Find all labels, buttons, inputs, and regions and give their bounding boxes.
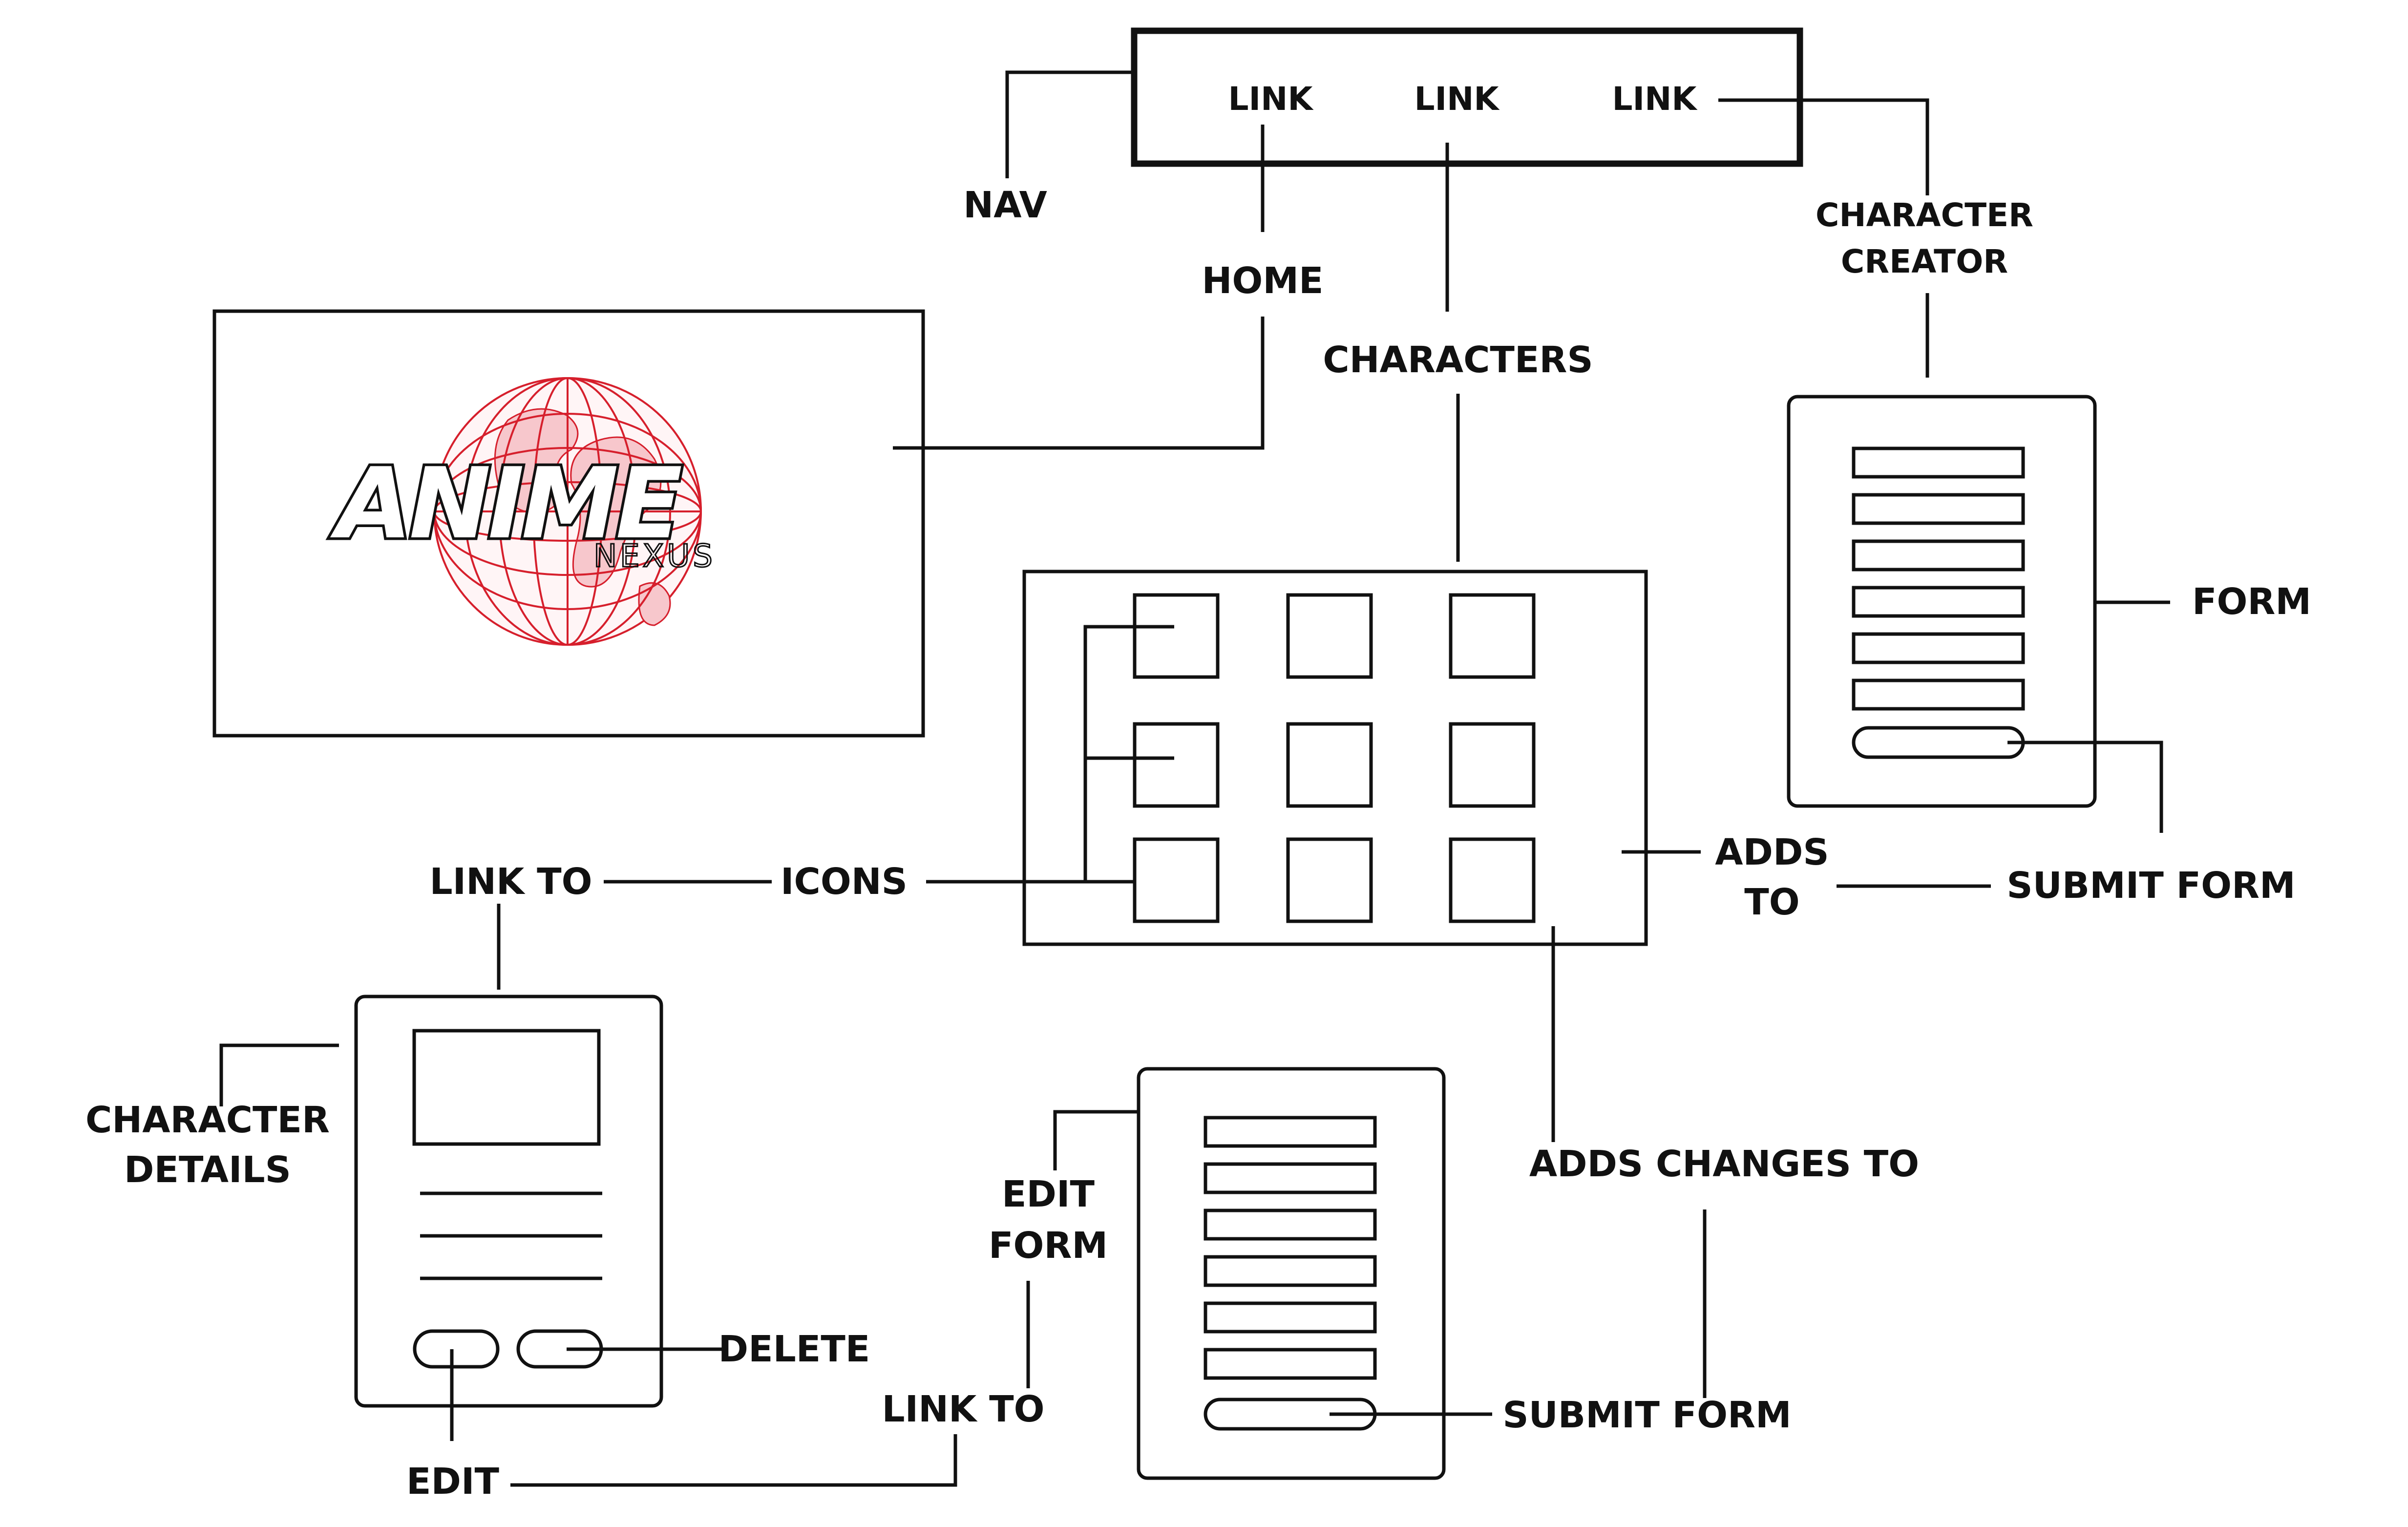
link-to-edit-form-label: LINK TO — [882, 1388, 1044, 1430]
icons-bracket — [1083, 625, 1174, 884]
character-icon[interactable] — [1449, 593, 1536, 679]
nav-link-character-creator[interactable]: LINK — [1612, 80, 1698, 118]
character-icon[interactable] — [1449, 837, 1536, 923]
edit-form-label-line1: EDIT — [1002, 1173, 1095, 1215]
edit-button[interactable] — [413, 1329, 500, 1369]
edit-label: EDIT — [406, 1461, 500, 1503]
edit-form-input-field[interactable] — [1204, 1301, 1377, 1334]
edit-form-label-line2: FORM — [989, 1225, 1108, 1267]
edit-form-input-field[interactable] — [1204, 1116, 1377, 1148]
nav-link-home[interactable]: LINK — [1228, 80, 1314, 118]
character-icon[interactable] — [1133, 837, 1220, 923]
creator-form-fields — [1852, 446, 2025, 759]
edit-form-input-field[interactable] — [1204, 1255, 1377, 1287]
adds-to-label-line2: TO — [1744, 881, 1799, 923]
form-input-field[interactable] — [1852, 586, 2025, 618]
form-input-field[interactable] — [1852, 539, 2025, 572]
icons-label: ICONS — [781, 861, 908, 903]
edit-to-link-connector — [510, 1434, 957, 1487]
character-details-connector — [219, 1043, 339, 1106]
home-connector-bottom — [893, 317, 1265, 450]
logo-subtitle: NEXUS — [593, 538, 716, 574]
adds-changes-to-label: ADDS CHANGES TO — [1529, 1143, 1919, 1185]
nav-link-characters[interactable]: LINK — [1415, 80, 1500, 118]
form-submit-button[interactable] — [1852, 726, 2025, 759]
home-page-label: HOME — [1202, 260, 1323, 302]
submit-form-top-connector — [2007, 741, 2163, 833]
character-details-label-line1: CHARACTER — [85, 1099, 330, 1141]
form-label: FORM — [2192, 581, 2311, 623]
edit-form-connector — [1053, 1110, 1138, 1170]
character-icon[interactable] — [1449, 722, 1536, 808]
form-input-field[interactable] — [1852, 446, 2025, 479]
creator-page-label-line2: CREATOR — [1841, 243, 2008, 280]
edit-form-input-field[interactable] — [1204, 1209, 1377, 1241]
delete-label: DELETE — [718, 1328, 870, 1370]
adds-to-label-line1: ADDS — [1715, 831, 1829, 873]
character-icon[interactable] — [1286, 837, 1373, 923]
character-icon[interactable] — [1133, 722, 1220, 808]
submit-form-top-label: SUBMIT FORM — [2007, 865, 2295, 907]
form-input-field[interactable] — [1852, 679, 2025, 711]
characters-page-label: CHARACTERS — [1323, 339, 1593, 381]
nav-label: NAV — [963, 184, 1047, 226]
link-to-details-label: LINK TO — [429, 861, 592, 903]
edit-form-input-field[interactable] — [1204, 1348, 1377, 1380]
nav-bar — [1131, 27, 1803, 167]
creator-page-label-line1: CHARACTER — [1816, 196, 2033, 234]
logo-title: ANIME — [330, 447, 681, 561]
edit-form-input-field[interactable] — [1204, 1162, 1377, 1194]
character-icon[interactable] — [1133, 593, 1220, 679]
nav-connector — [1005, 70, 1134, 178]
form-input-field[interactable] — [1852, 632, 2025, 664]
edit-form-fields — [1204, 1116, 1377, 1431]
globe-logo-icon — [433, 377, 702, 646]
creator-connector-top — [1718, 98, 1929, 195]
submit-form-bottom-label: SUBMIT FORM — [1502, 1394, 1791, 1436]
character-image-placeholder — [412, 1029, 601, 1146]
character-details-label-line2: DETAILS — [124, 1149, 291, 1191]
character-icon[interactable] — [1286, 722, 1373, 808]
form-input-field[interactable] — [1852, 493, 2025, 525]
character-icon-grid — [1133, 593, 1536, 923]
character-icon[interactable] — [1286, 593, 1373, 679]
